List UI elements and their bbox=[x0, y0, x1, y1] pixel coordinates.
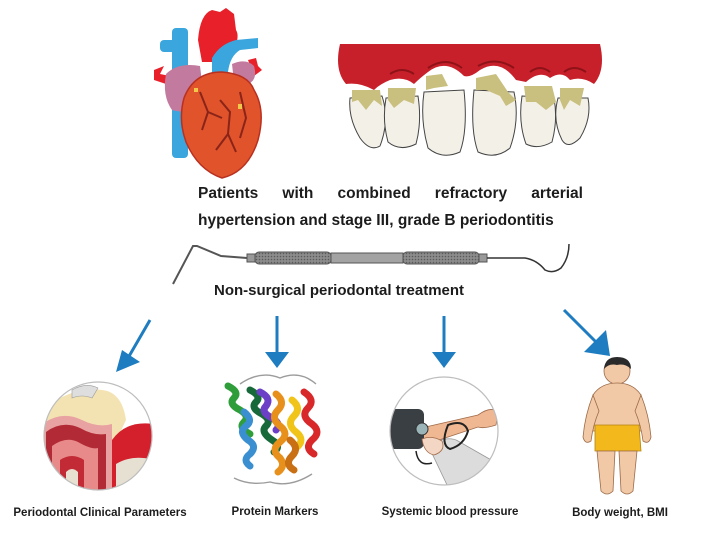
heart-illustration bbox=[154, 8, 262, 179]
helix-amber bbox=[285, 436, 299, 474]
helix-orange bbox=[271, 390, 289, 476]
outcome-label-body-weight: Body weight, BMI bbox=[572, 507, 668, 519]
outcome-label-periodontal: Periodontal Clinical Parameters bbox=[13, 507, 187, 519]
blood-pressure-icon bbox=[389, 376, 499, 486]
treatment-label: Non-surgical periodontal treatment bbox=[214, 282, 465, 299]
helix-blue bbox=[239, 408, 257, 470]
arrow-head-icon bbox=[432, 352, 456, 368]
helix-red bbox=[300, 388, 321, 458]
arrow-to-body-weight bbox=[562, 308, 610, 356]
outcome-label-protein: Protein Markers bbox=[231, 506, 319, 518]
tooth-cross-section-icon bbox=[43, 381, 153, 491]
arrow-shaft bbox=[562, 308, 598, 344]
helix-yellow bbox=[287, 396, 305, 452]
arrow-to-protein bbox=[265, 316, 289, 368]
protein-structure-icon bbox=[224, 374, 321, 485]
arrow-to-blood-pressure bbox=[432, 316, 456, 368]
title-line-1: Patients with combined refractory arteri… bbox=[198, 185, 583, 202]
arrow-shaft bbox=[126, 319, 152, 359]
study-population-title: Patients with combined refractory arteri… bbox=[198, 180, 583, 234]
arrow-head-icon bbox=[584, 330, 610, 356]
arrow-to-periodontal bbox=[116, 319, 152, 372]
title-line-2: hypertension and stage III, grade B peri… bbox=[198, 212, 554, 229]
teeth-illustration bbox=[338, 44, 602, 156]
body-figure-icon bbox=[582, 357, 652, 495]
outcome-label-blood-pressure: Systemic blood pressure bbox=[381, 506, 519, 518]
helix-darkgreen bbox=[246, 386, 281, 456]
arrow-head-icon bbox=[116, 350, 140, 372]
arrow-head-icon bbox=[265, 352, 289, 368]
periodontal-instrument-illustration bbox=[172, 243, 570, 285]
